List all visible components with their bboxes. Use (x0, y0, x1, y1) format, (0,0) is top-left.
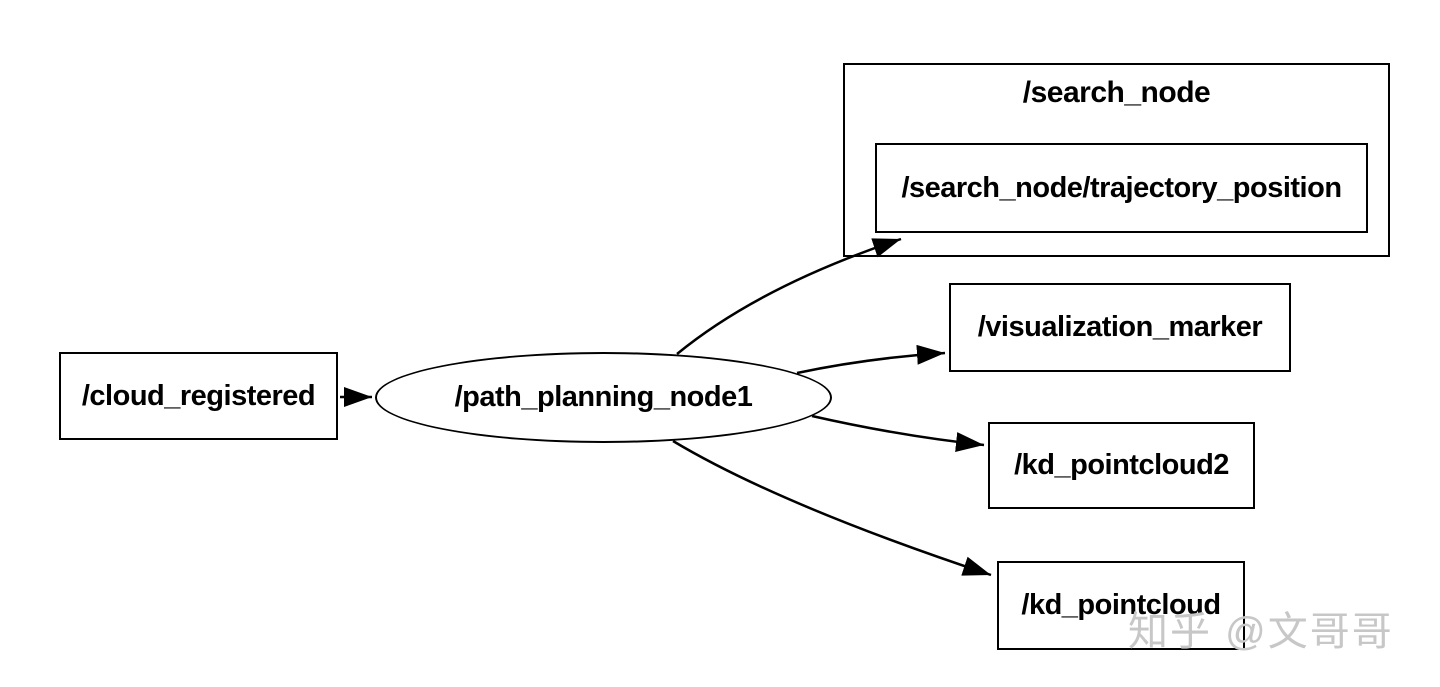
node-trajectory-position-box: /search_node/trajectory_position (875, 143, 1368, 233)
node-cloud-registered-box: /cloud_registered (59, 352, 338, 440)
node-path-planning-node1-label: /path_planning_node1 (454, 381, 753, 413)
node-kd-pointcloud-label: /kd_pointcloud (1021, 589, 1221, 621)
node-trajectory-position-label: /search_node/trajectory_position (901, 171, 1342, 204)
group-search-node-label: /search_node (1022, 76, 1211, 109)
edge-path-planning-node1-to-kd-pointcloud2 (811, 414, 985, 452)
node-kd-pointcloud2-label: /kd_pointcloud2 (1014, 449, 1229, 481)
node-kd-pointcloud2-box: /kd_pointcloud2 (988, 422, 1255, 509)
node-visualization-marker-label: /visualization_marker (977, 311, 1263, 343)
edge-path-planning-node1-to-visualization-marker (796, 344, 946, 375)
node-path-planning-node1-ellipse: /path_planning_node1 (375, 352, 832, 443)
node-visualization-marker-box: /visualization_marker (949, 283, 1291, 372)
zhihu-watermark: 知乎 @文哥哥 (1128, 610, 1394, 654)
edge-path-planning-node1-to-kd-pointcloud (672, 439, 992, 577)
node-kd-pointcloud-box: /kd_pointcloud (997, 561, 1245, 650)
node-cloud-registered-label: /cloud_registered (81, 379, 316, 412)
